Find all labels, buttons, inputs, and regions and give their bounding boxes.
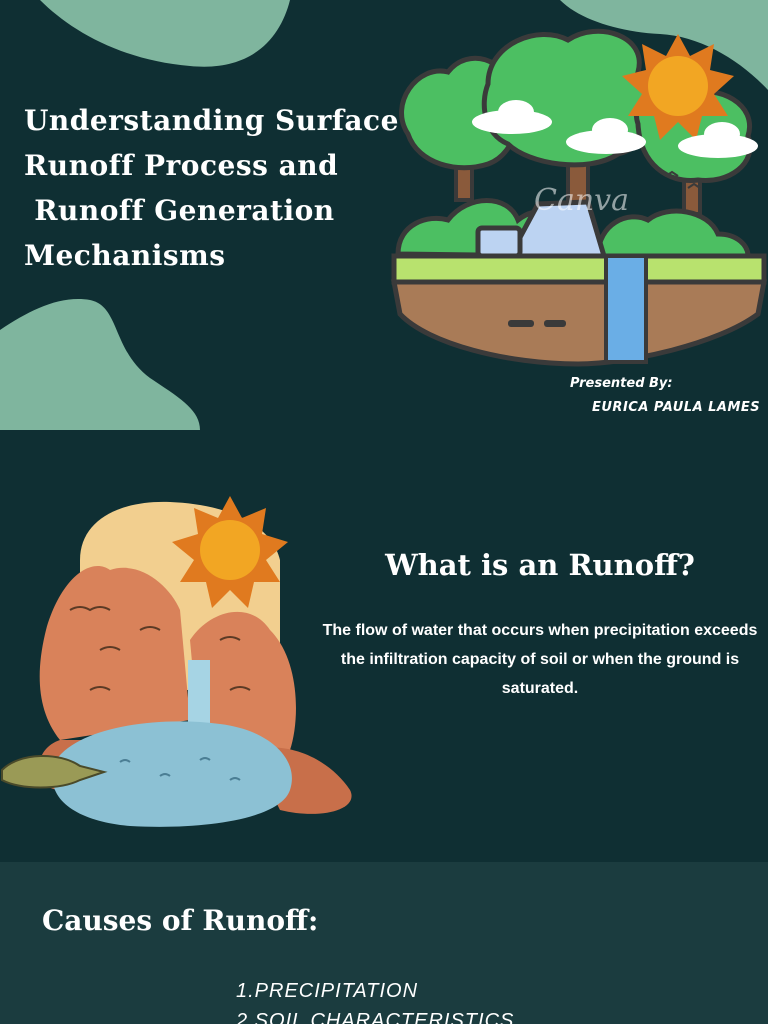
blob-top-right: [560, 0, 768, 90]
blob-top-left: [40, 0, 290, 67]
title-line-4: Mechanisms: [24, 239, 226, 272]
canva-watermark: Canva: [534, 183, 629, 218]
title-slide: Understanding Surface Runoff Process and…: [0, 0, 768, 430]
definition-heading: What is an Runoff?: [385, 548, 695, 582]
presentation-title: Understanding Surface Runoff Process and…: [24, 98, 399, 278]
causes-slide: Causes of Runoff: 1.PRECIPITATION 2.SOIL…: [0, 862, 768, 1024]
presented-by-label: Presented By:: [570, 376, 673, 391]
definition-slide: What is an Runoff? The flow of water tha…: [0, 430, 768, 862]
sun-icon: [622, 34, 734, 140]
list-item: 2.SOIL CHARACTERISTICS: [236, 1010, 515, 1024]
sun-icon: [172, 496, 288, 608]
decorative-blob-top: [0, 0, 768, 430]
blob-bottom-left: [0, 299, 200, 430]
title-line-3: Runoff Generation: [24, 194, 335, 227]
causes-heading: Causes of Runoff:: [42, 904, 319, 937]
list-item: 1.PRECIPITATION: [236, 980, 419, 1002]
presenter-name: EURICA PAULA LAMES: [592, 400, 761, 415]
causes-list: 1.PRECIPITATION 2.SOIL CHARACTERISTICS: [236, 976, 514, 1024]
definition-text: The flow of water that occurs when preci…: [322, 622, 758, 697]
title-line-2: Runoff Process and: [24, 149, 339, 182]
title-line-1: Understanding Surface: [24, 104, 399, 137]
canyon-waterfall-illustration: [0, 496, 352, 827]
floating-island-illustration: Canva: [390, 28, 768, 367]
crocodile-icon: [0, 755, 108, 789]
